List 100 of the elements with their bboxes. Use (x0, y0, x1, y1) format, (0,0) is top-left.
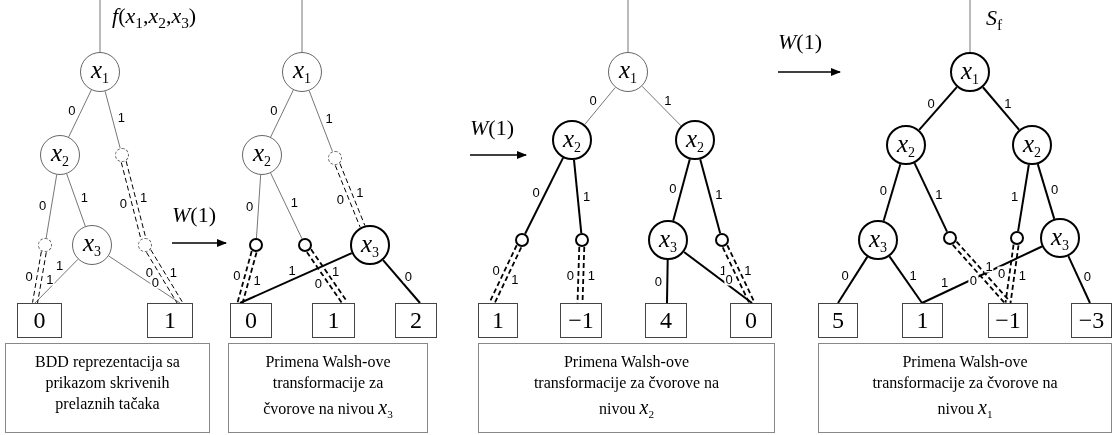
connector (99, 0, 101, 53)
variable-node: x$_{2}$ (552, 120, 592, 160)
connector (45, 174, 58, 239)
edge-label: 0 (997, 266, 1007, 279)
connector (34, 258, 79, 304)
connector (837, 255, 869, 304)
connector (270, 172, 303, 240)
edge-label: 1 (1003, 96, 1013, 110)
edge-label: 0 (668, 181, 678, 195)
edge-label: 0 (926, 96, 936, 110)
edge-label: 1 (139, 190, 149, 204)
connector (308, 90, 333, 152)
variable-node: x$_{1}$ (950, 52, 990, 92)
edge-label: 1 (586, 268, 596, 282)
transform-label: W(1) (778, 30, 822, 55)
edge-label: 1 (45, 272, 55, 286)
edge-label: 1 (54, 258, 65, 272)
variable-node: x$_{3}$ (350, 225, 390, 265)
hidden-transition-point (1010, 231, 1024, 245)
transform-label: W(1) (172, 203, 216, 228)
variable-node: x$_{2}$ (886, 125, 926, 165)
terminal-node: 2 (395, 303, 437, 338)
edge-label: 1 (663, 93, 673, 107)
terminal-node: 4 (645, 303, 687, 338)
edge-label: 1 (324, 111, 334, 125)
edge-label: 0 (968, 273, 979, 287)
edge-label: 0 (269, 103, 279, 117)
edge-label: 1 (714, 187, 724, 201)
connector (108, 255, 181, 304)
variable-node: x$_{3}$ (858, 220, 898, 260)
terminal-node: 1 (147, 303, 193, 338)
edge-label: 0 (1050, 182, 1060, 196)
edge-label: 1 (355, 185, 365, 199)
connector (921, 245, 1043, 304)
hidden-transition-point (138, 238, 152, 252)
connector (584, 86, 616, 126)
edge-label: 1 (582, 189, 592, 203)
edge-label: 1 (252, 273, 262, 287)
function-label: f(x$_{1}$,x$_{2}$,x$_{3}$) (112, 4, 197, 33)
connector (918, 86, 958, 131)
terminal-node: 1 (312, 303, 355, 338)
caption-box: Primena Walsh-ove transformacije za čvorove na nivou x$_{3}$ (228, 343, 428, 433)
terminal-node: 0 (730, 303, 772, 338)
connector (1067, 255, 1091, 304)
variable-node: x$_{3}$ (1040, 218, 1080, 258)
edge-label: 0 (232, 268, 242, 282)
edge-label: 0 (37, 198, 48, 212)
edge-label: 0 (118, 196, 128, 210)
dashed-connector (236, 250, 253, 304)
hidden-transition-point (515, 233, 529, 247)
connector (627, 0, 629, 53)
connector (255, 174, 262, 239)
hidden-transition-point (715, 233, 729, 247)
caption-box: BDD reprezentacija sa prikazom skrivenih prelaznih tačaka (5, 343, 210, 433)
dashed-connector (1004, 243, 1015, 304)
variable-node: x$_{1}$ (80, 52, 120, 92)
terminal-node: 0 (230, 303, 272, 338)
dashed-connector (334, 164, 361, 228)
edge-label: 1 (331, 264, 341, 278)
connector (1036, 163, 1056, 220)
edge-label: 0 (144, 265, 154, 279)
caption-box: Primena Walsh-ove transformacije za čvorove na nivou x$_{1}$ (818, 343, 1112, 433)
connector (524, 156, 565, 235)
edge-label: 1 (510, 272, 520, 286)
edge-label: 1 (908, 268, 918, 282)
connector (382, 259, 421, 304)
hidden-transition-point (38, 238, 52, 252)
edge-label: 0 (531, 185, 541, 199)
edge-label: 1 (1017, 268, 1027, 282)
hidden-transition-point (115, 148, 129, 162)
edge-label: 1 (79, 190, 90, 204)
connector (68, 89, 92, 138)
connector (699, 158, 722, 235)
edge-label: 0 (724, 272, 734, 286)
connector (666, 259, 669, 304)
edge-label: 1 (168, 265, 178, 279)
variable-node: x$_{1}$ (282, 52, 322, 92)
variable-node: x$_{2}$ (40, 135, 80, 175)
edge-label: 0 (491, 263, 501, 277)
connector (239, 252, 353, 304)
terminal-node: −3 (1071, 303, 1112, 338)
terminal-node: 1 (902, 303, 943, 338)
edge-label: 1 (939, 275, 950, 289)
dashed-connector (339, 163, 366, 226)
transform-label: W(1) (470, 116, 514, 141)
connector (888, 255, 923, 304)
connector (882, 163, 902, 222)
edge-label: 0 (588, 93, 598, 107)
edge-label: 0 (653, 274, 663, 288)
connector (683, 251, 753, 304)
connector (913, 162, 948, 233)
connector (969, 0, 971, 53)
connector (672, 158, 691, 222)
hidden-transition-point (943, 231, 957, 245)
hidden-transition-point (249, 238, 263, 252)
dashed-connector (1009, 244, 1020, 305)
edge-label: 0 (1082, 269, 1092, 283)
edge-label: 1 (287, 263, 297, 277)
edge-label: 0 (878, 183, 888, 197)
edge-label: 0 (840, 268, 850, 282)
